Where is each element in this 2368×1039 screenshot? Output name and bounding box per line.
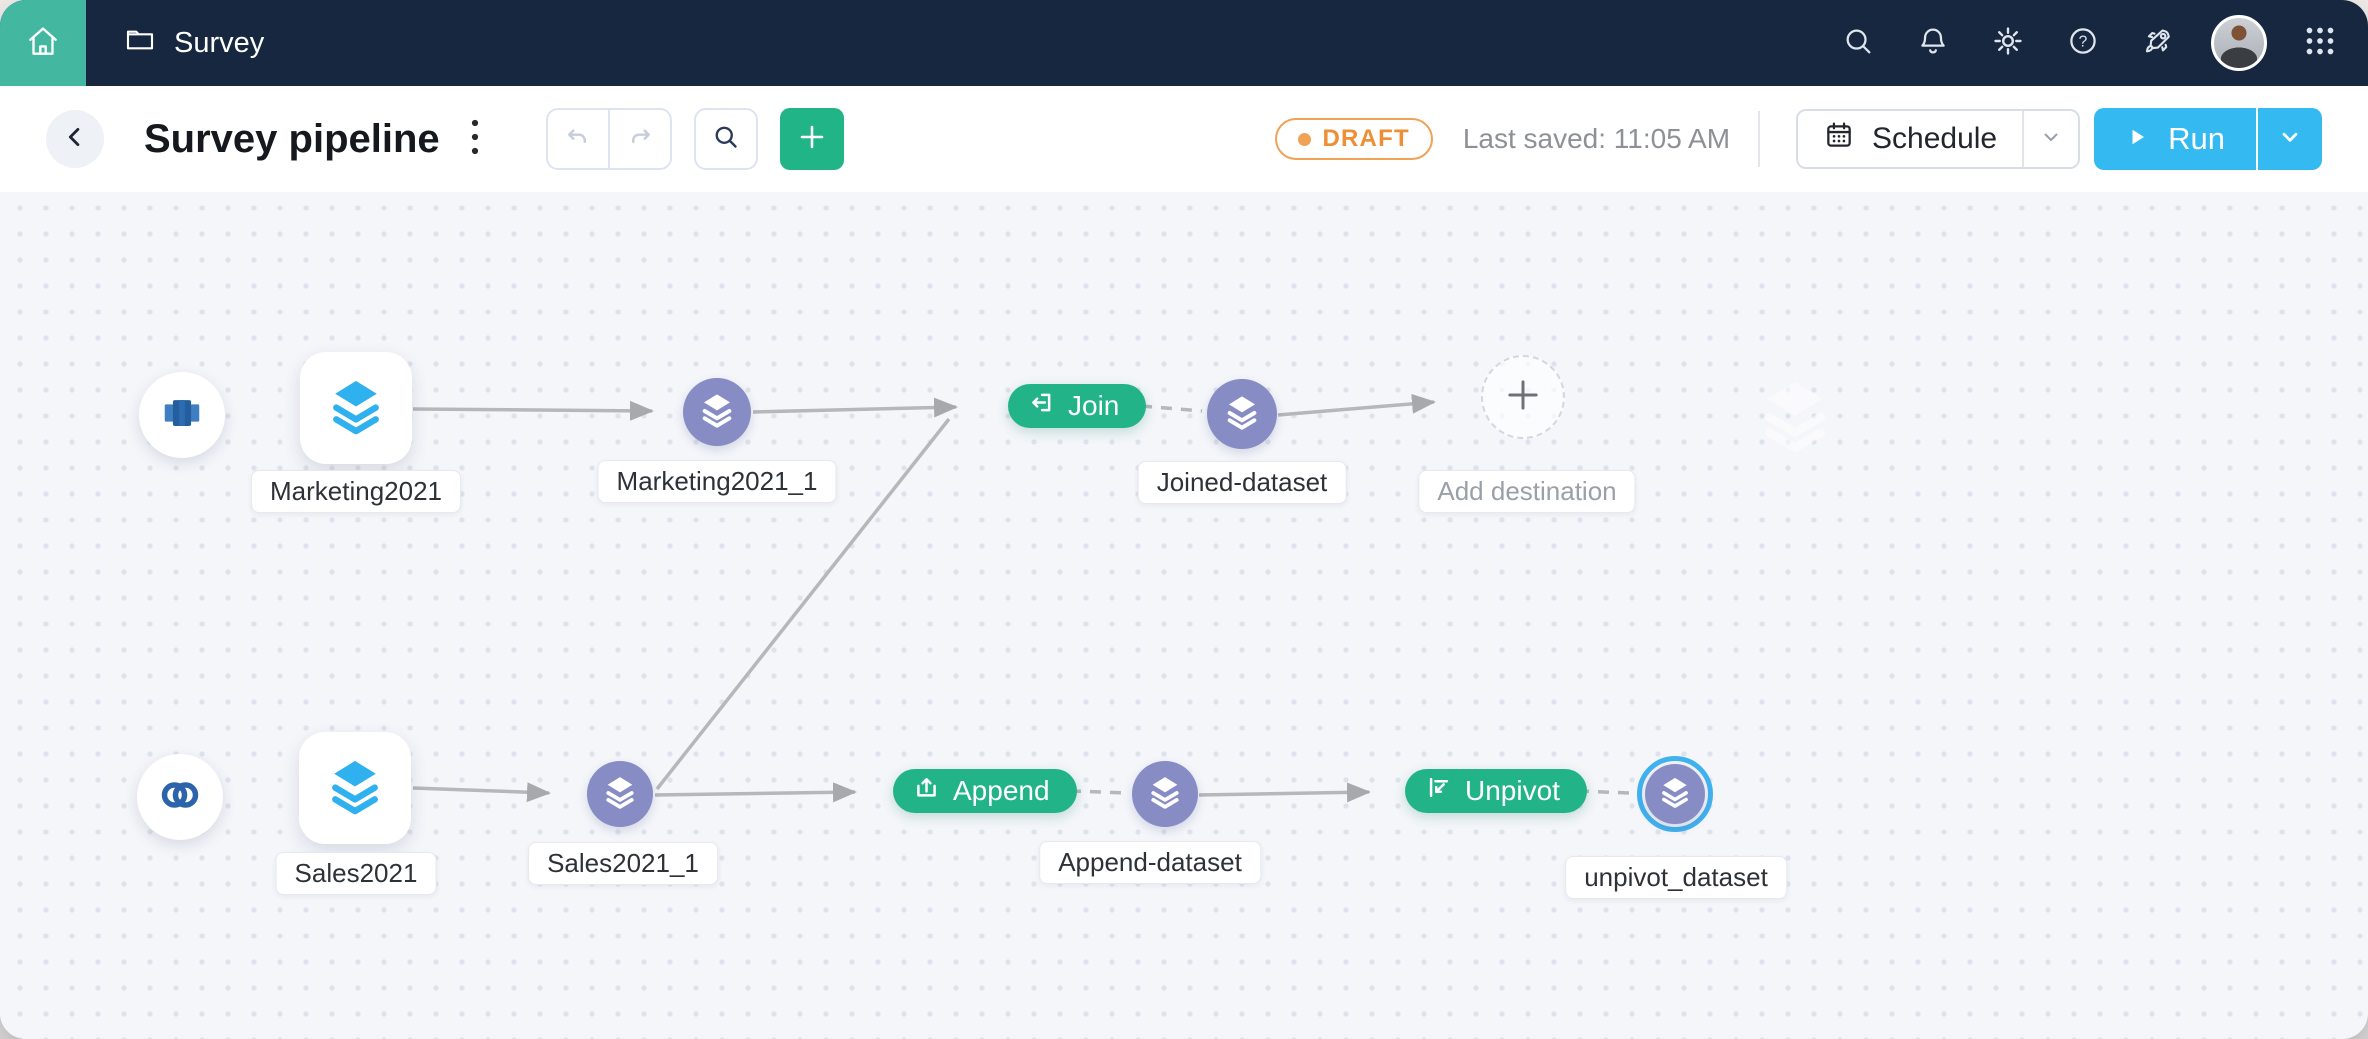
source-redshift-node[interactable] [139,372,225,458]
help-icon: ? [2066,24,2100,63]
stage-node-unpivot-dataset-selected[interactable] [1637,756,1713,832]
node-label: Marketing2021_1 [597,460,837,503]
help-button[interactable]: ? [2061,21,2105,65]
status-text: DRAFT [1322,125,1410,152]
layers-icon [697,390,737,435]
stage-node-marketing2021-1[interactable] [683,378,751,446]
layers-icon [1222,392,1262,437]
whats-new-button[interactable] [2136,21,2180,65]
run-label: Run [2168,121,2225,156]
transform-label: Join [1068,390,1120,421]
settings-button[interactable] [1986,21,2030,65]
run-button[interactable]: Run [2094,108,2256,170]
home-icon [24,22,62,65]
toolbar-divider [1758,111,1761,167]
redo-button[interactable] [607,110,670,168]
transform-node-unpivot[interactable]: Unpivot [1405,769,1587,813]
kebab-icon [470,117,480,162]
node-label: Joined-dataset [1137,461,1347,504]
node-label: Add destination [1418,470,1636,513]
status-dot [1298,132,1312,146]
unpivot-icon [1425,774,1452,808]
add-node-button[interactable] [779,108,844,170]
apps-launcher-button[interactable] [2298,21,2342,65]
layers-icon [1657,774,1693,815]
append-icon [913,774,940,808]
schedule-dropdown-button[interactable] [2022,111,2078,167]
pipeline-toolbar: Survey pipeline [0,86,2368,192]
stage-node-unpivot-dataset[interactable] [1645,764,1705,824]
schedule-split-button: Schedule [1796,109,2081,169]
pipeline-options-button[interactable] [460,116,490,162]
transform-node-append[interactable]: Append [893,769,1077,813]
layers-icon [324,374,388,443]
dataset-node-sales2021[interactable] [299,732,411,844]
transform-node-join[interactable]: Join [1008,384,1147,428]
project-name: Survey [174,26,265,59]
project-breadcrumb[interactable]: Survey [124,23,264,63]
folder-icon [124,23,156,63]
run-dropdown-button[interactable] [2256,108,2322,170]
status-badge: DRAFT [1275,118,1433,160]
node-label: Sales2021_1 [528,842,718,885]
gear-icon [1991,24,2025,63]
search-icon [711,122,741,157]
rocket-icon [2141,24,2175,63]
stage-node-joined-dataset[interactable] [1207,379,1277,449]
pipeline-edges [412,393,1631,803]
dataset-node-marketing2021[interactable] [300,352,412,464]
stage-node-append-dataset[interactable] [1132,761,1198,827]
back-button[interactable] [46,110,104,168]
source-crm-node[interactable] [137,754,223,840]
node-label: Append-dataset [1039,841,1261,884]
layers-icon [323,754,387,823]
pipeline-title: Survey pipeline [144,116,440,161]
transform-label: Append [953,775,1050,806]
node-label: Marketing2021 [251,470,461,513]
run-split-button: Run [2094,108,2322,170]
undo-icon [564,123,592,156]
plus-icon [796,121,828,158]
transform-label: Unpivot [1465,775,1560,806]
chevron-down-icon [2277,124,2303,155]
crm-rings-icon [156,771,204,824]
topbar-actions: ? [1836,15,2368,71]
top-bar: Survey [0,0,2368,86]
node-label: unpivot_dataset [1565,856,1787,899]
bell-icon [1916,24,1950,63]
chevron-left-icon [61,123,89,156]
notifications-button[interactable] [1911,21,1955,65]
plus-icon [1502,374,1544,421]
undo-button[interactable] [548,110,608,168]
drop-hint-layers-icon [1753,373,1837,462]
join-icon [1028,389,1055,423]
chevron-down-icon [2039,125,2063,154]
layers-icon [1146,773,1184,816]
calendar-icon [1823,119,1855,159]
redshift-database-icon [159,390,205,441]
add-destination-node[interactable] [1481,355,1565,439]
schedule-button[interactable]: Schedule [1798,111,2022,167]
layers-icon [601,773,639,816]
history-button-group [545,108,672,170]
apps-grid-icon [2302,23,2338,64]
last-saved-text: Last saved: 11:05 AM [1462,123,1731,154]
stage-node-sales2021-1[interactable] [587,761,653,827]
redo-icon [626,123,654,156]
svg-text:?: ? [2079,33,2088,50]
play-icon [2125,121,2149,157]
home-button[interactable] [0,0,86,86]
node-label: Sales2021 [275,852,437,895]
user-avatar[interactable] [2211,15,2267,71]
global-search-button[interactable] [1836,21,1880,65]
search-icon [1841,24,1875,63]
canvas-search-button[interactable] [693,108,758,170]
pipeline-canvas[interactable]: Marketing2021 Marketing2021_1 Join [0,192,2368,1039]
schedule-label: Schedule [1872,122,1998,155]
